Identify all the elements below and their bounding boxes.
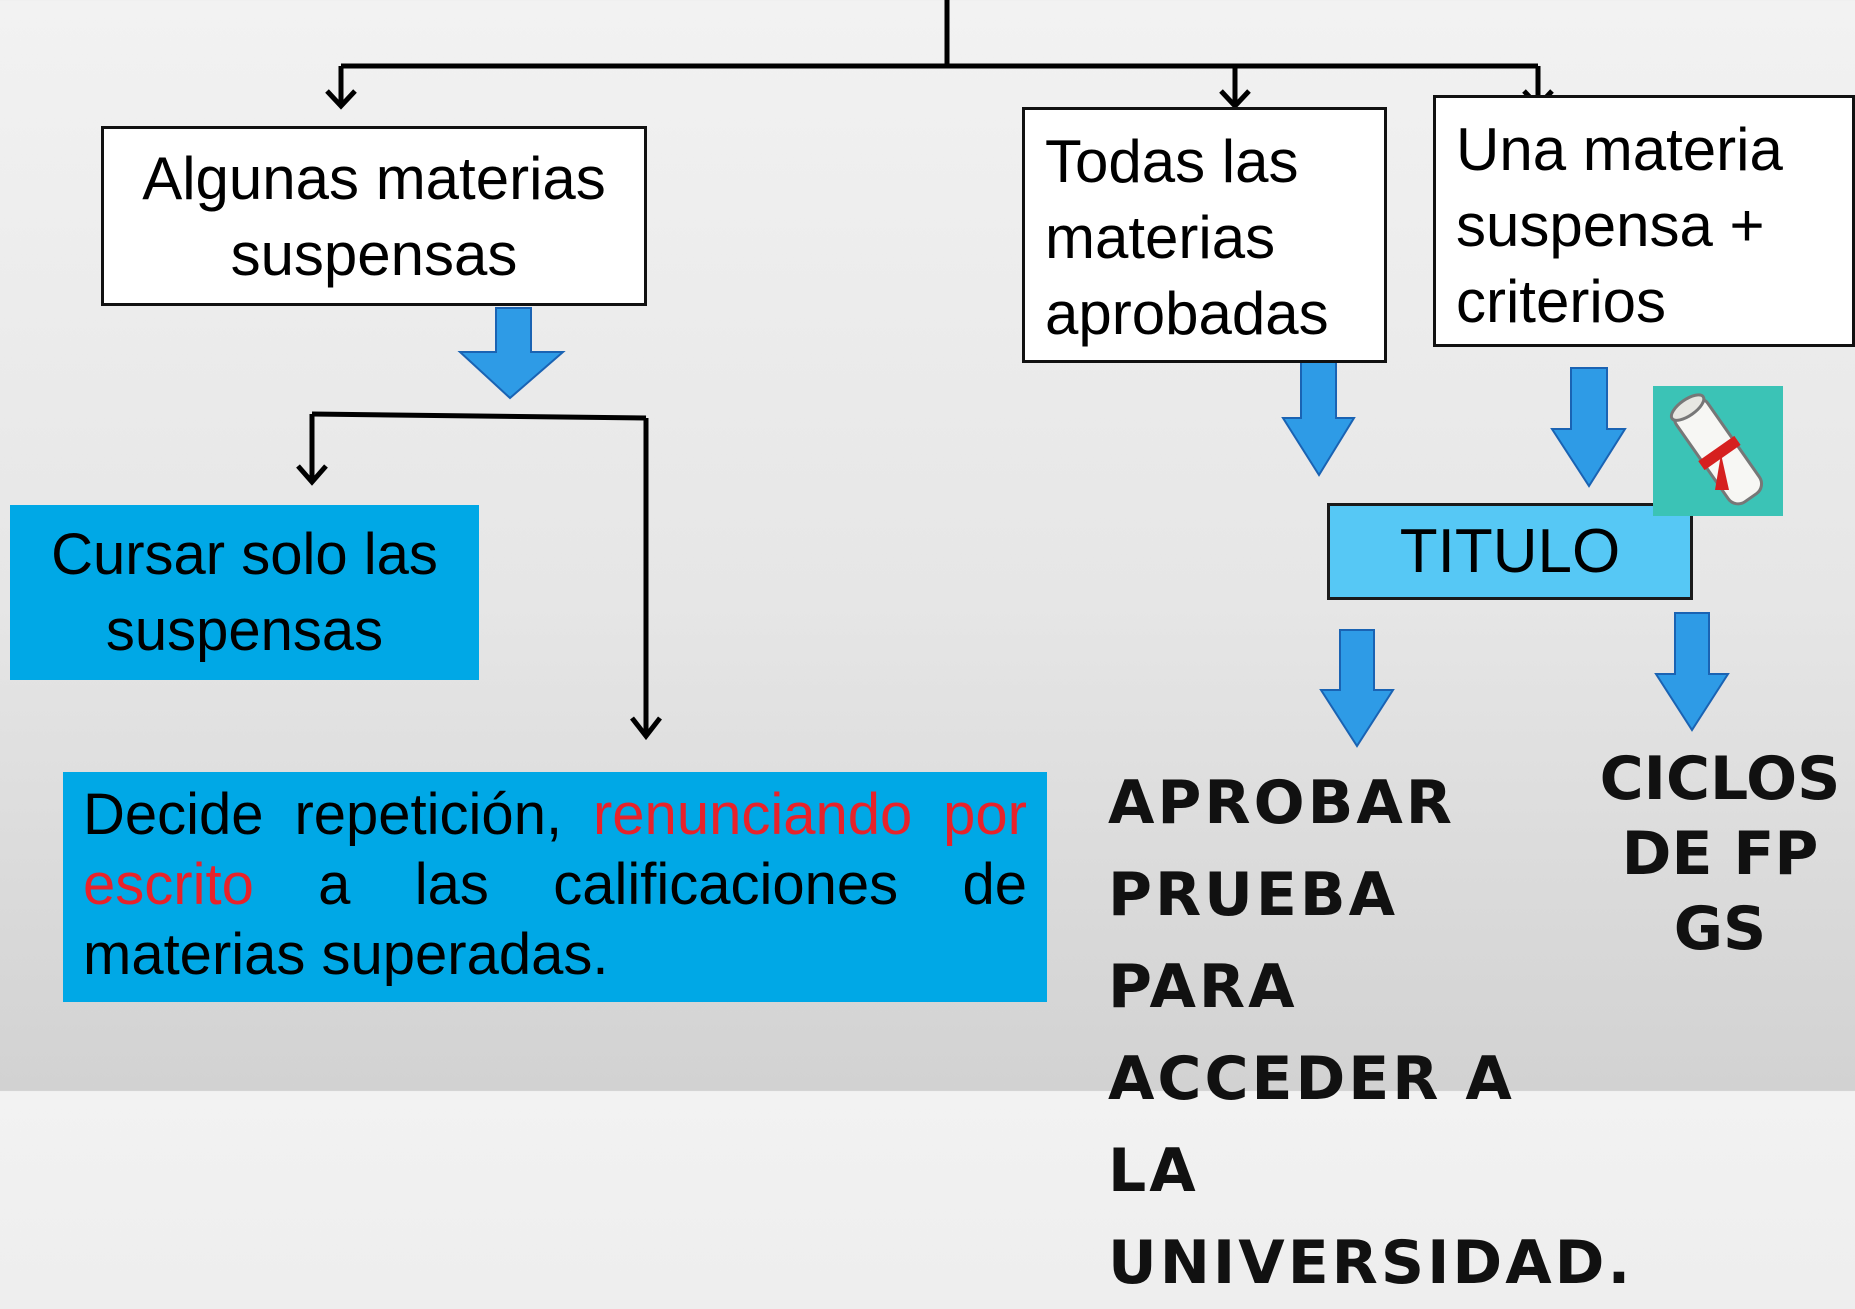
decide-text-end: a las calificaciones de materias superad… — [83, 852, 1027, 987]
node-una-materia-suspensa: Una materia suspensa + criterios — [1433, 95, 1855, 347]
block-arrow-todas — [1281, 355, 1356, 477]
node-decide-repeticion: Decide repetición, renunciando por escri… — [63, 772, 1047, 1002]
decide-text-highlight: renunciando por escrito — [83, 782, 1027, 917]
node-todas-las-materias-aprobadas: Todas las materias aprobadas — [1022, 107, 1387, 363]
decide-text-start: Decide repetición, — [83, 782, 593, 847]
mid-branch-line — [311, 411, 647, 421]
node-aprobar-prueba: APROBAR PRUEBA PARA ACCEDER A LA UNIVERS… — [1108, 768, 1634, 1298]
block-arrow-aprobar — [1319, 629, 1395, 748]
block-arrow-algunas — [457, 307, 566, 400]
block-arrow-ciclos — [1654, 612, 1730, 732]
arrowhead-decide — [630, 716, 662, 741]
node-algunas-materias-suspensas: Algunas materias suspensas — [101, 126, 647, 306]
diploma-scroll-icon — [1653, 386, 1783, 516]
arrowhead-todas — [1219, 89, 1251, 110]
node-ciclos-fp-gs: CICLOS DE FP GS — [1599, 744, 1841, 964]
node-titulo: TITULO — [1327, 503, 1693, 600]
connector-lines — [296, 0, 1730, 748]
block-arrow-una — [1550, 367, 1627, 488]
arrowhead-cursar — [296, 464, 328, 486]
arrowhead-algunas — [325, 89, 357, 110]
node-cursar-solo-las-suspensas: Cursar solo las suspensas — [10, 505, 479, 680]
